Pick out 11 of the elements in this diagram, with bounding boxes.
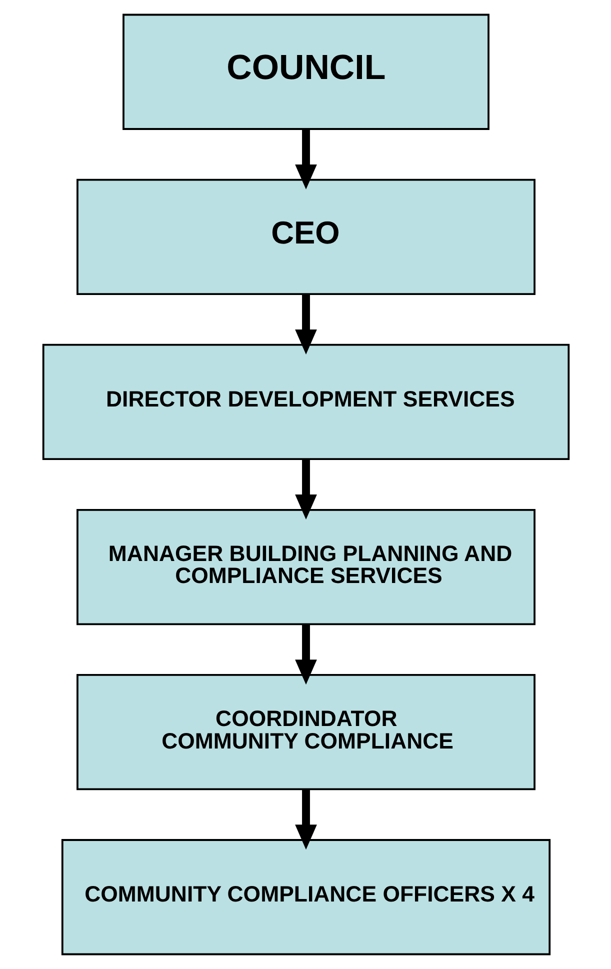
node-box: CEO <box>76 178 535 296</box>
node-box: MANAGER BUILDING PLANNING AND COMPLIANCE SERVICES <box>76 508 535 626</box>
arrow <box>294 294 316 354</box>
arrow <box>294 789 316 850</box>
node-box: COUNCIL <box>122 14 489 130</box>
arrow <box>294 624 316 685</box>
arrow <box>294 459 316 520</box>
node-box: COORDINDATOR COMMUNITY COMPLIANCE <box>76 674 535 790</box>
node-box: DIRECTOR DEVELOPMENT SERVICES <box>42 344 570 460</box>
arrow <box>294 129 316 190</box>
node-box: COMMUNITY COMPLIANCE OFFICERS X 4 <box>60 839 550 956</box>
